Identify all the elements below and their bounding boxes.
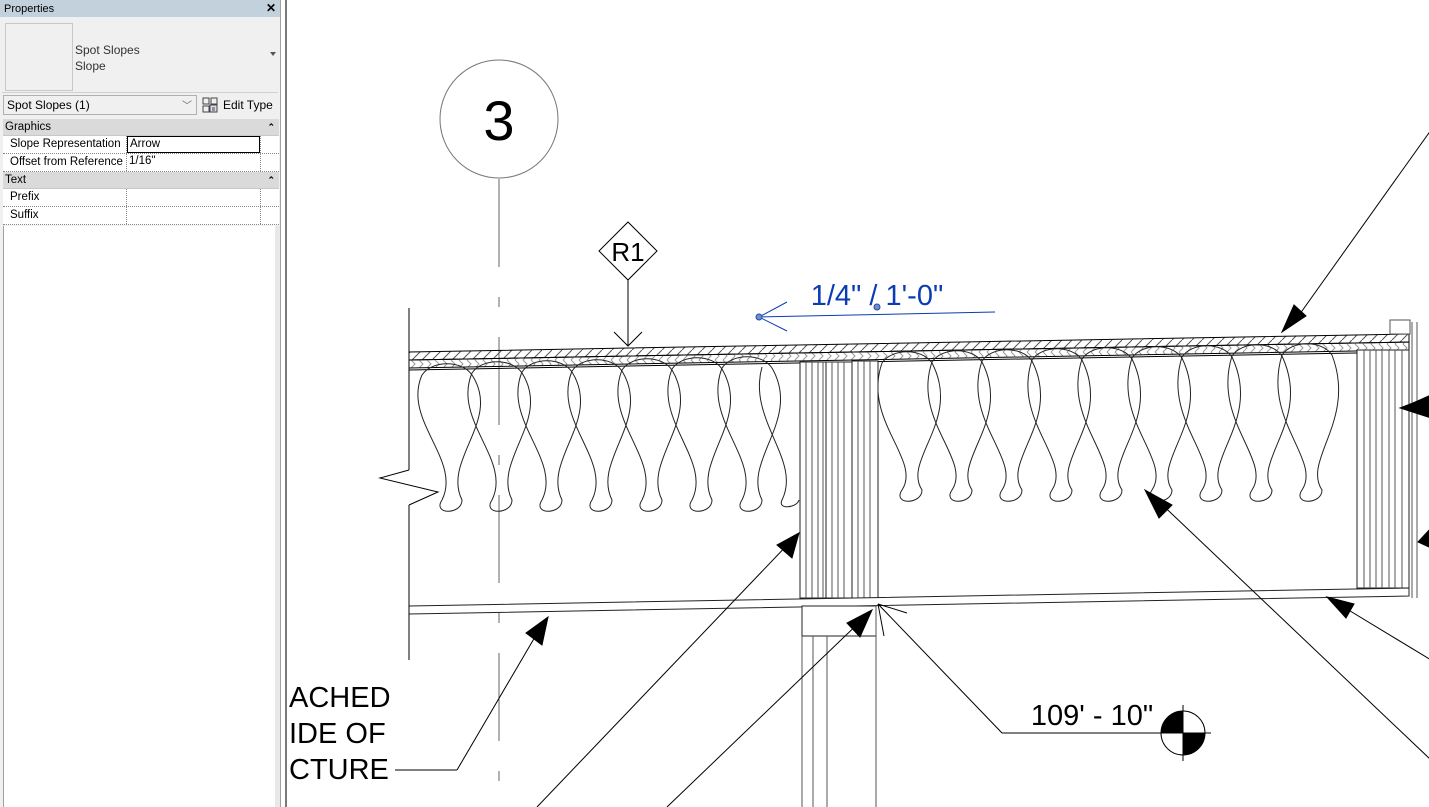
param-row-prefix: Prefix	[3, 189, 279, 207]
spot-elevation-text: 109' - 10"	[1031, 700, 1153, 732]
param-name: Offset from Reference	[3, 154, 127, 171]
edit-type-icon	[202, 97, 218, 113]
param-ext	[260, 136, 279, 153]
roof-tag-label: R1	[611, 237, 644, 267]
group-header-graphics[interactable]: Graphics ⌃	[3, 119, 279, 136]
roof-assembly[interactable]	[378, 308, 1418, 807]
edit-type-label: Edit Type	[223, 98, 273, 112]
grip-handle-icon[interactable]	[873, 303, 881, 311]
drawing-canvas[interactable]: 3 R1 1/4" / 1'-0"	[285, 0, 1429, 807]
slope-representation-field[interactable]: Arrow	[127, 136, 260, 153]
properties-panel: Properties ✕ Spot Slopes Slope Spot Slop…	[0, 0, 281, 807]
edit-type-button[interactable]: Edit Type	[202, 95, 273, 115]
panel-title: Properties	[4, 2, 55, 15]
group-title: Graphics	[5, 121, 52, 133]
group-title: Text	[5, 174, 27, 186]
instance-row: Spot Slopes (1) ﹀ Edit Type	[2, 95, 280, 117]
leader-arrows	[395, 131, 1429, 807]
note-line-3: CTURE	[289, 754, 389, 786]
properties-scrollbar[interactable]	[275, 226, 280, 807]
chevron-down-icon: ﹀	[182, 101, 192, 112]
dropdown-arrow-icon[interactable]	[270, 52, 276, 56]
spot-slope-text: 1/4" / 1'-0"	[811, 280, 944, 312]
collapse-icon[interactable]: ⌃	[267, 121, 275, 132]
family-name: Spot Slopes	[75, 43, 140, 57]
param-row-slope-representation: Slope Representation Arrow	[3, 136, 279, 154]
param-row-offset-from-reference: Offset from Reference 1/16"	[3, 154, 279, 172]
properties-grid: Graphics ⌃ Slope Representation Arrow Of…	[3, 119, 279, 225]
offset-from-reference-field[interactable]: 1/16"	[129, 155, 156, 167]
roof-tag-r1[interactable]: R1	[598, 221, 658, 347]
close-icon[interactable]: ✕	[265, 1, 276, 15]
type-name-label: Slope	[75, 59, 106, 73]
type-selector[interactable]: Spot Slopes Slope	[2, 20, 278, 93]
type-name: Spot Slopes Slope	[75, 42, 140, 74]
instance-filter-select[interactable]: Spot Slopes (1) ﹀	[3, 95, 197, 115]
suffix-field[interactable]	[127, 207, 260, 224]
param-ext	[260, 154, 279, 171]
text-note[interactable]: ACHED IDE OF CTURE	[289, 682, 391, 786]
note-line-1: ACHED	[289, 682, 391, 714]
param-row-suffix: Suffix	[3, 207, 279, 225]
prefix-field[interactable]	[127, 189, 260, 206]
param-name: Prefix	[3, 189, 127, 206]
section-drawing: 3 R1 1/4" / 1'-0"	[289, 59, 1429, 807]
group-header-text[interactable]: Text ⌃	[3, 172, 279, 189]
grid-bubble-label: 3	[483, 89, 514, 152]
param-ext	[260, 189, 279, 206]
param-ext	[260, 207, 279, 224]
grip-handle-icon[interactable]	[755, 313, 763, 321]
properties-title-bar: Properties ✕	[0, 0, 280, 17]
properties-empty-area	[3, 226, 277, 807]
type-preview-image	[5, 23, 73, 91]
grid-line-3[interactable]: 3	[439, 59, 559, 807]
note-line-2: IDE OF	[289, 718, 386, 750]
collapse-icon[interactable]: ⌃	[267, 174, 275, 185]
instance-filter-label: Spot Slopes (1)	[7, 98, 90, 112]
param-name: Suffix	[3, 207, 127, 224]
param-name: Slope Representation	[3, 136, 127, 153]
spot-elevation[interactable]: 109' - 10"	[1002, 700, 1211, 761]
spot-slope-annotation[interactable]: 1/4" / 1'-0"	[755, 280, 996, 332]
